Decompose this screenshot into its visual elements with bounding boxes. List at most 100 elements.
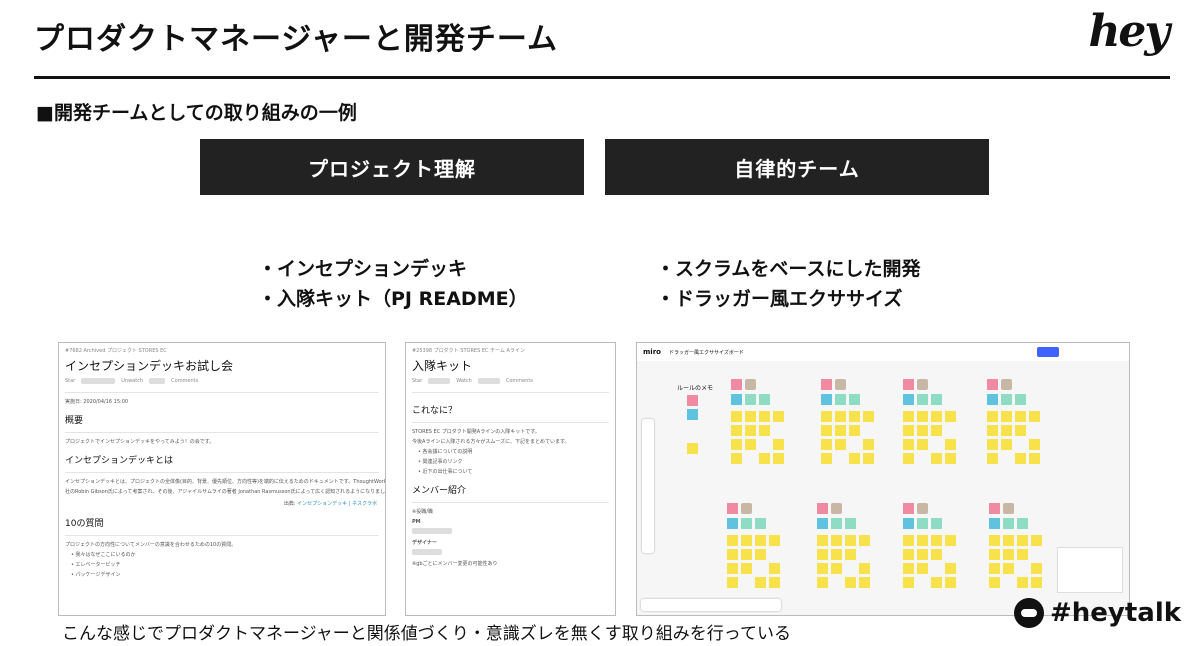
sticky-note — [1003, 563, 1014, 574]
sticky-note — [745, 425, 756, 436]
sticky-note — [903, 411, 914, 422]
board-label: ルールのメモ — [677, 385, 714, 392]
sticky-note — [1029, 453, 1040, 464]
sticky-note — [1001, 425, 1012, 436]
sticky-note — [759, 425, 770, 436]
list-item: • 我々はなぜここにいるのか — [71, 552, 136, 558]
note-text: ※gbごとにメンバー変更の可能性あり — [412, 561, 498, 567]
sticky-note — [1015, 425, 1026, 436]
member-photo — [835, 379, 846, 390]
sticky-note — [759, 453, 770, 464]
breadcrumb: #7682 Archived プロジェクト STORES EC — [65, 348, 167, 354]
sticky-note — [1015, 453, 1026, 464]
sticky-note — [821, 453, 832, 464]
sticky-note — [945, 411, 956, 422]
sticky-note — [687, 395, 698, 406]
miro-toolbar: miro ドラッガー風エクササイズボード — [637, 343, 1129, 361]
list-item: • エレベーターピッチ — [71, 562, 121, 568]
blurred-name — [406, 548, 615, 559]
sticky-note — [1017, 535, 1028, 546]
heading-members: メンバー紹介 — [412, 486, 467, 496]
sticky-note — [859, 563, 870, 574]
sticky-note — [987, 394, 998, 405]
sticky-note — [987, 439, 998, 450]
sticky-note — [917, 518, 928, 529]
sticky-note — [731, 411, 742, 422]
sticky-note — [1031, 577, 1042, 588]
sticky-note — [769, 577, 780, 588]
hashtag: #heytalk — [1014, 598, 1181, 628]
sticky-note — [821, 425, 832, 436]
sticky-note — [731, 453, 742, 464]
sticky-note — [1003, 535, 1014, 546]
sticky-note — [741, 549, 752, 560]
minimap[interactable] — [1057, 547, 1123, 593]
sticky-note — [817, 563, 828, 574]
title-divider — [34, 76, 1170, 79]
sticky-note — [755, 577, 766, 588]
sticky-note — [849, 411, 860, 422]
sticky-note — [731, 439, 742, 450]
divider — [65, 535, 379, 536]
sticky-note — [687, 443, 698, 454]
sticky-note — [817, 577, 828, 588]
sticky-note — [931, 425, 942, 436]
sticky-note — [1031, 563, 1042, 574]
divider — [65, 392, 379, 393]
sticky-note — [903, 563, 914, 574]
sticky-note — [903, 453, 914, 464]
sticky-note — [863, 439, 874, 450]
sticky-note — [1029, 439, 1040, 450]
bullets-right: ・スクラムをベースにした開発 ・ドラッガー風エクササイズ — [656, 254, 920, 314]
blurred-count — [149, 378, 166, 384]
list-item: • パッケージデザイン — [71, 572, 121, 578]
sticky-note — [903, 535, 914, 546]
member-photo — [831, 503, 842, 514]
bottom-toolbar[interactable] — [641, 599, 781, 611]
sticky-note — [1003, 549, 1014, 560]
sticky-note — [817, 549, 828, 560]
member-photo — [745, 379, 756, 390]
sticky-note — [817, 518, 828, 529]
sticky-note — [987, 453, 998, 464]
sticky-note — [755, 535, 766, 546]
miro-board-screenshot: miro ドラッガー風エクササイズボード ルールのメモ — [636, 342, 1130, 616]
what-text: STORES EC プロダクト開発Aラインの入隊キットです。 — [412, 429, 540, 435]
member-photo — [917, 503, 928, 514]
slide-subtitle: ■開発チームとしての取り組みの一例 — [36, 102, 357, 124]
sticky-note — [745, 411, 756, 422]
share-button[interactable] — [1037, 347, 1059, 357]
tool-palette[interactable] — [642, 419, 654, 553]
blurred-name — [406, 527, 615, 538]
sticky-note — [831, 518, 842, 529]
source-link[interactable]: インセプションデッキ | ネスクラボ — [297, 501, 377, 507]
sticky-note — [859, 535, 870, 546]
miro-logo: miro — [643, 348, 661, 356]
sticky-note — [989, 577, 1000, 588]
sticky-note — [903, 503, 914, 514]
speech-bubble-icon — [1014, 598, 1044, 628]
comments-label: Comments — [171, 378, 199, 384]
inception-deck-screenshot: #7682 Archived プロジェクト STORES EC インセプションデ… — [58, 342, 386, 616]
sticky-note — [945, 577, 956, 588]
bullet-item: ・ドラッガー風エクササイズ — [656, 288, 903, 310]
sticky-note — [849, 453, 860, 464]
heading-inception: インセプションデッキとは — [65, 456, 174, 466]
doc-meta: Star Watch Comments — [406, 374, 615, 388]
sticky-note — [727, 535, 738, 546]
source-prefix: 出典: — [283, 501, 296, 507]
star-label: Star — [412, 378, 423, 384]
sticky-note — [903, 439, 914, 450]
sticky-note — [1015, 394, 1026, 405]
sticky-note — [835, 411, 846, 422]
sticky-note — [821, 411, 832, 422]
list-item: • 各会議についての説明 — [418, 449, 473, 455]
sticky-note — [903, 518, 914, 529]
sticky-note — [987, 425, 998, 436]
date-text: 実施日: 2020/04/16 15:00 — [65, 399, 129, 405]
sticky-note — [835, 394, 846, 405]
inception-text: 社のRobin Gibson氏によって考案され、その後、アジャイルサムライの著者… — [65, 489, 385, 495]
sticky-note — [727, 503, 738, 514]
sticky-note — [849, 425, 860, 436]
sticky-note — [687, 409, 698, 420]
